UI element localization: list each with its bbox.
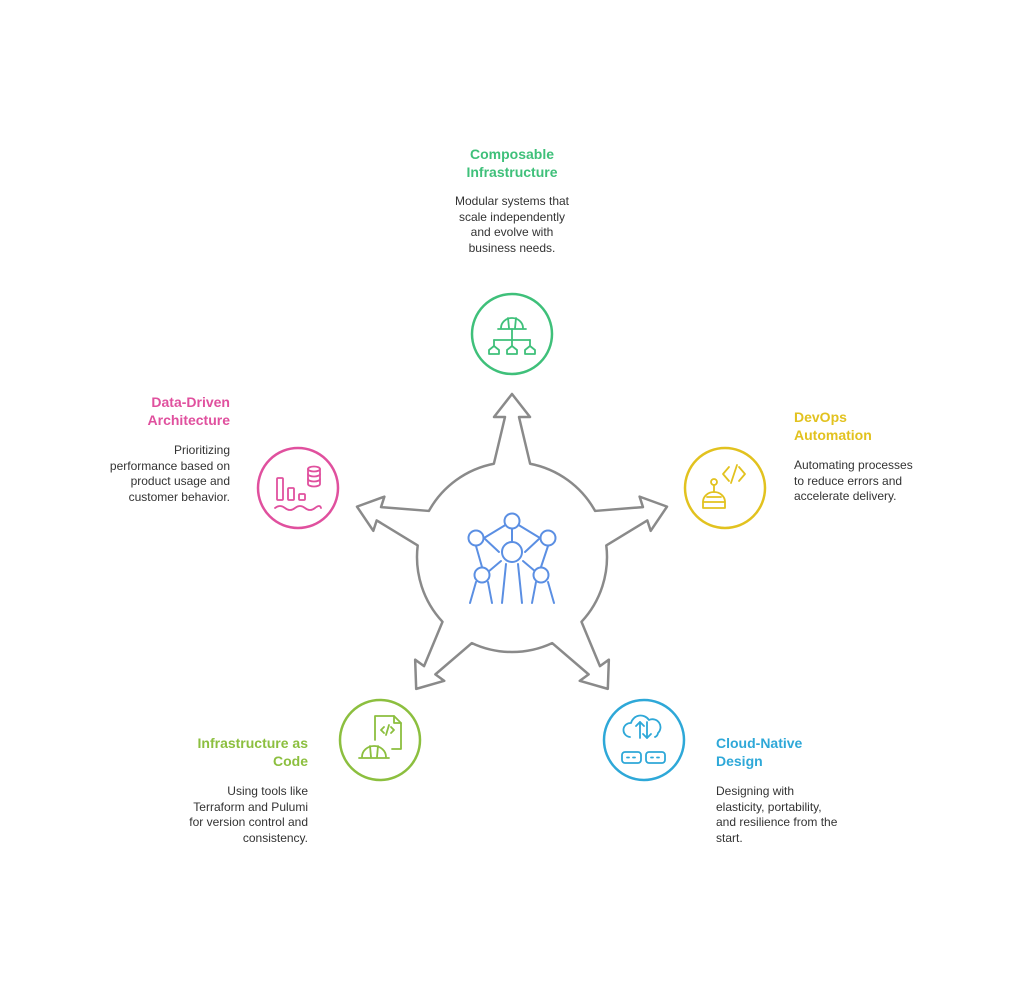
- node-circle-data: [256, 446, 340, 530]
- iac-desc-line-4: consistency.: [242, 830, 308, 845]
- iac-title: Infrastructure as Code: [108, 734, 308, 770]
- node-devops: [683, 446, 767, 530]
- node-circle-cloud: [602, 698, 686, 782]
- composable-desc-line-2: scale independently: [458, 209, 566, 224]
- node-data: [256, 446, 340, 530]
- devops-desc-line-1: Automating processes: [794, 458, 913, 472]
- data-desc-line-2: performance based on: [109, 458, 230, 473]
- robot-code-icon: [702, 464, 746, 509]
- node-iac: [338, 698, 422, 782]
- devops-desc-line-3: accelerate delivery.: [794, 489, 897, 503]
- cloud-desc-line-2: elasticity, portability,: [716, 799, 822, 814]
- hardhat-hierarchy-icon: [488, 317, 536, 355]
- hub-arrows-outline: [355, 392, 669, 691]
- cloud-title-line-2: Design: [716, 753, 763, 769]
- data-desc-line-3: product usage and: [130, 474, 230, 488]
- iac-title-line-2: Code: [273, 753, 308, 769]
- composable-desc-line-3: and evolve with: [470, 225, 554, 239]
- chart-database-icon: [274, 465, 322, 511]
- composable-title: Composable Infrastructure: [412, 145, 612, 181]
- node-composable: [470, 292, 554, 376]
- hardhat-code-file-icon: [358, 715, 402, 759]
- node-circle-iac: [338, 698, 422, 782]
- iac-desc-line-2: Terraform and Pulumi: [193, 799, 308, 814]
- devops-description: Automating processes to reduce errors an…: [794, 458, 994, 505]
- data-title-line-2: Architecture: [147, 412, 230, 428]
- devops-title-line-1: DevOps: [794, 409, 847, 425]
- data-description: Prioritizing performance based on produc…: [30, 443, 230, 505]
- devops-title: DevOps Automation: [794, 408, 994, 444]
- hub: [355, 392, 669, 691]
- cloud-desc-line-4: start.: [716, 830, 743, 845]
- node-circle-devops: [683, 446, 767, 530]
- cloud-title-line-1: Cloud-Native: [716, 735, 803, 751]
- iac-description: Using tools like Terraform and Pulumi fo…: [108, 784, 308, 846]
- cloud-servers-icon: [621, 714, 666, 764]
- data-desc-line-4: customer behavior.: [128, 489, 230, 504]
- iac-desc-line-1: Using tools like: [227, 784, 308, 798]
- data-desc-line-1: Prioritizing: [173, 443, 230, 457]
- cloud-title: Cloud-Native Design: [716, 734, 916, 770]
- cloud-desc-line-3: and resilience from the: [716, 815, 838, 829]
- cloud-description: Designing with elasticity, portability, …: [716, 784, 916, 846]
- atomium-network-icon: [467, 512, 557, 604]
- composable-title-line-1: Composable: [469, 146, 554, 162]
- composable-desc-line-4: business needs.: [468, 240, 556, 255]
- node-cloud: [602, 698, 686, 782]
- data-title: Data-Driven Architecture: [30, 393, 230, 429]
- composable-desc-line-1: Modular systems that: [454, 194, 570, 208]
- iac-title-line-1: Infrastructure as: [197, 735, 308, 751]
- data-title-line-1: Data-Driven: [151, 394, 230, 410]
- iac-desc-line-3: for version control and: [189, 815, 308, 829]
- devops-desc-line-2: to reduce errors and: [794, 473, 903, 488]
- devops-title-line-2: Automation: [794, 427, 872, 443]
- composable-description: Modular systems that scale independently…: [412, 194, 612, 256]
- cloud-desc-line-1: Designing with: [716, 784, 795, 798]
- composable-title-line-2: Infrastructure: [466, 164, 558, 180]
